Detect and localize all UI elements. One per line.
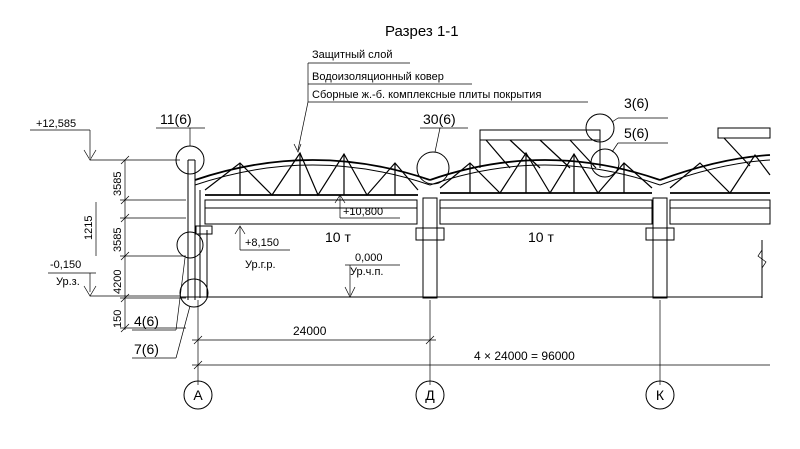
node-callouts: 11(6) 30(6) 3(6) 5(6) 4(6) 7(6): [132, 95, 668, 359]
level-floor: 0,000: [355, 252, 383, 264]
inner-levels: +10,800 +8,150 Ур.г.р. 0,000 Ур.ч.п. 10 …: [234, 194, 554, 298]
roof-truss-span-1: [194, 151, 431, 197]
crane-girders: [204, 199, 771, 225]
axis-label-d: Д: [425, 387, 435, 403]
axis-label-a: А: [193, 387, 203, 403]
dim-total-96000: 4 × 24000 = 96000: [474, 349, 575, 363]
level-ground-caption: Ур.з.: [56, 276, 80, 288]
columns: [415, 197, 763, 299]
level-crane-rail: +8,150: [245, 237, 279, 249]
dim-3585-lower: 3585: [112, 228, 124, 252]
level-crane-rail-caption: Ур.г.р.: [245, 259, 276, 271]
level-floor-caption: Ур.ч.п.: [350, 266, 383, 278]
mark-11-6: 11(6): [160, 111, 192, 127]
roof-truss-span-3: [659, 127, 771, 194]
axis-bubble-k: [645, 380, 675, 410]
axis-label-k: К: [656, 387, 665, 403]
crane-load-1: 10 т: [325, 229, 351, 245]
mark-4-6: 4(6): [134, 313, 159, 329]
level-ground: -0,150: [50, 259, 81, 271]
dim-150: 150: [112, 310, 124, 328]
axis-bubble-a: [183, 380, 213, 410]
dim-1215: 1215: [83, 216, 95, 240]
level-truss-bottom: +10,800: [343, 206, 383, 218]
mark-3-6: 3(6): [624, 95, 649, 111]
mark-7-6: 7(6): [134, 341, 159, 357]
mark-30-6: 30(6): [423, 111, 456, 127]
level-top: +12,585: [36, 118, 76, 130]
layer-callouts: Защитный слой Водоизоляционный ковер Сбо…: [293, 49, 588, 153]
layer-label-waterproofing: Водоизоляционный ковер: [312, 71, 444, 83]
dim-4200: 4200: [112, 270, 124, 294]
mark-5-6: 5(6): [624, 125, 649, 141]
dim-span-24000: 24000: [293, 324, 327, 338]
span-dimensions: 24000 4 × 24000 = 96000: [192, 300, 770, 385]
axis-markers: А Д К: [183, 380, 675, 410]
axis-bubble-d: [415, 380, 445, 410]
break-line: [757, 249, 767, 269]
crane-load-2: 10 т: [528, 229, 554, 245]
layer-label-slabs: Сборные ж.-б. комплексные плиты покрытия: [312, 89, 541, 101]
left-dimensions: +12,585 3585 1215 3585 4200 150 -0,150 У…: [30, 118, 186, 333]
layer-label-protective: Защитный слой: [312, 49, 392, 61]
section-title: Разрез 1-1: [385, 23, 459, 40]
dim-3585-upper: 3585: [112, 172, 124, 196]
